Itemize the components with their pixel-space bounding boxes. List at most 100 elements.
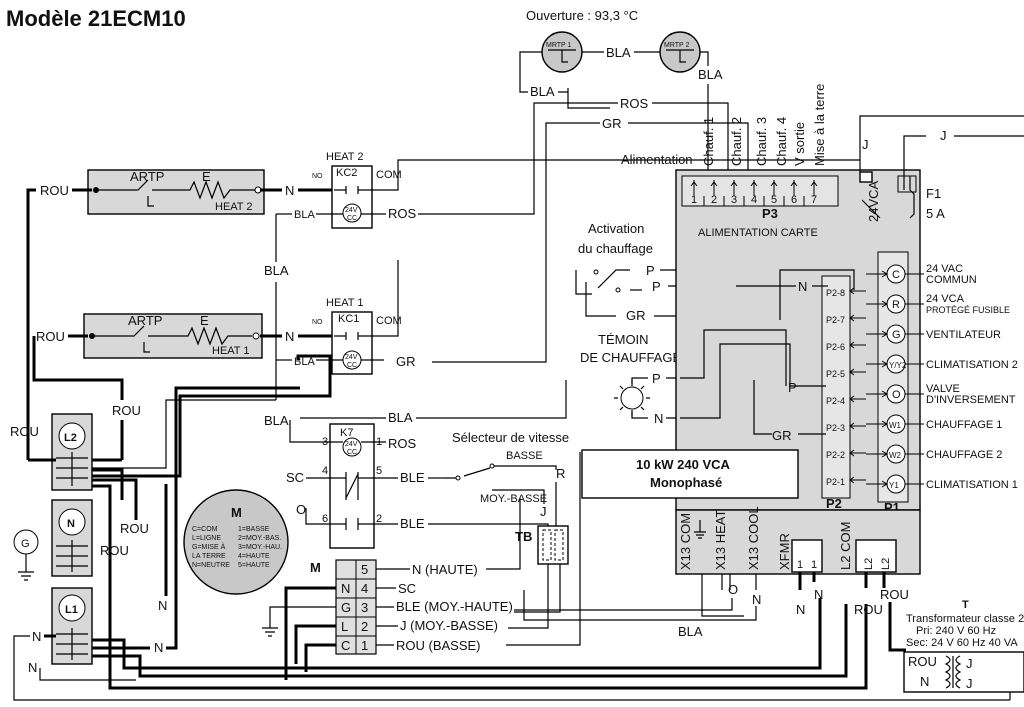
transformer-line3: Sec: 24 V 60 Hz 40 VA [906,637,1018,649]
wire-label-ble: BLE [400,470,425,485]
wire-label-rou: ROU [36,329,65,344]
relay-pin: 5 [376,465,382,477]
relay-pin: 6 [322,513,328,525]
p2-pin-arrow [849,449,866,457]
relay-kc2-label: KC2 [336,167,357,179]
wire-label-rou: ROU [100,543,129,558]
p3-pin-arrow [710,181,718,187]
plug-letter: N [341,581,350,596]
p2-pin-arrow [849,368,866,376]
wire-label-bla: BLA [678,624,703,639]
ground-label: G [21,538,30,550]
tb-label: TB [515,529,532,544]
p3-pin-arrow [730,181,738,187]
p3-label: Chauf. 4 [774,117,789,166]
wire-label-n: N [752,592,761,607]
l2-pin: L2 [880,558,892,570]
p2-pin-label: P2-3 [826,423,845,433]
bottom-term: X13 HEAT [713,509,728,570]
p1-terminal-letter: Y/Y2 [889,361,907,370]
wire-label-n: N [798,279,807,294]
wire-label-bla: BLA [294,209,315,221]
relay-com-label: COM [376,169,402,181]
p3-pin-arrow [770,181,778,187]
heat-activation-line1: Activation [588,221,644,236]
p3-pin-arrow [790,181,798,187]
transformer-line2: Pri: 240 V 60 Hz [916,625,996,637]
wire-label-j: J [540,504,547,519]
relay-k7-label: K7 [340,427,353,439]
opening-temp-label: Ouverture : 93,3 °C [526,8,638,23]
wire-label-p: P [652,371,661,386]
wire-label-n: N [285,183,294,198]
wire-label-n: N [814,587,823,602]
wire-label-o: O [296,502,306,517]
p2-pin-label: P2-6 [826,342,845,352]
mrtp-2-sensor: MRTP 2 [659,31,701,73]
p1-function-label: 24 VCA [926,293,965,305]
speed-basse-label: BASSE [506,450,543,462]
p1-terminal-letter: Y1 [889,481,899,490]
bottom-term: L2 COM [838,522,853,570]
wire-label-gr: GR [396,354,416,369]
wire-label-bla: BLA [264,413,289,428]
p1-function-label: 24 VAC [926,263,963,275]
terminal-block-l1: L1 [51,587,93,665]
fuse-rating: 5 A [926,206,945,221]
p1-terminal-letter: G [892,329,901,341]
p2-pin-arrow [849,287,866,295]
plug-letter: C [341,638,350,653]
speed-moy-basse-label: MOY.-BASSE [480,493,547,505]
wire-label-n: N [796,602,805,617]
legend-line: 4=HAUTE [238,553,270,560]
wire-label-rou: ROU [40,183,69,198]
motor-plug: M N G L C 5 4 3 2 1 [310,559,377,655]
relay-kc2: HEAT 2 KC2 NO COM 24V CC [312,151,860,229]
wire-label-gr: GR [626,308,646,323]
board-24vca-label: 24VCA [866,180,881,222]
p1-function-label: CHAUFFAGE 1 [926,419,1002,431]
p1-link [866,300,888,308]
plug-letter: G [341,600,351,615]
bottom-term: X13 COM [678,513,693,570]
legend-line: 3=MOY.-HAU. [238,544,282,551]
wire-label-j: J [966,656,973,671]
plug-number: 2 [361,619,368,634]
p1-link [866,390,888,398]
p3-label: Chauf. 1 [701,117,716,166]
legend-line: 2=MOY.-BAS. [238,535,281,542]
p1-link [866,420,888,428]
legend-line: N=NEUTRE [192,562,230,569]
relay-no-label: NO [312,173,323,180]
heat-activation-line2: du chauffage [578,241,653,256]
wire-label-j: J [966,676,973,691]
p3-pin-number: 2 [711,194,717,206]
rating-line1: 10 kW 240 VCA [636,457,731,472]
transformer-line1: Transformateur classe 2 [906,613,1024,625]
p3-pin-arrow [690,181,698,187]
p1-link [866,450,888,458]
p1-terminal-letter: W1 [889,421,902,430]
transformer-title: T [962,599,969,611]
fuse-label: F1 [926,186,941,201]
wire-label-rou: ROU [908,654,937,669]
p2-pin-label: P2-8 [826,288,845,298]
coil-label: 24V [345,207,358,214]
heat-lamp-line2: DE CHAUFFAGE [580,350,681,365]
plug-number: 4 [361,581,368,596]
wire-label-n: N [28,660,37,675]
p1-function-label: D'INVERSEMENT [926,394,1016,406]
wire-label-n: N [654,411,663,426]
wire-label-rou: ROU [112,403,141,418]
wire-label-p: P [788,380,797,395]
p1-function-label: VALVE [926,383,960,395]
wire-label-bla: BLA [530,84,555,99]
block-label: L1 [65,604,78,616]
mrtp-1-sensor: MRTP 1 [541,31,583,73]
p1-link [866,270,888,278]
wire-label-bla: BLA [606,45,631,60]
p3-pin-number: 1 [691,194,697,206]
p2-pin-arrow [849,395,866,403]
wire-label-n: N [920,674,929,689]
